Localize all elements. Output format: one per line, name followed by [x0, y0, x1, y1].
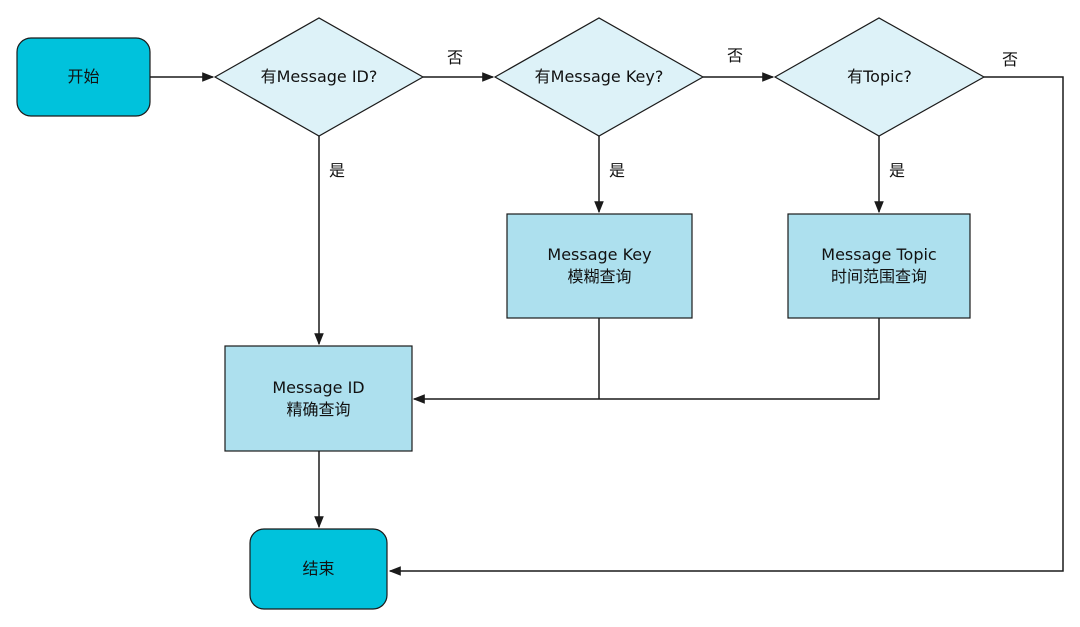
- process-key-line2: 模糊查询: [567, 267, 632, 286]
- decision-key-node: 有Message Key?: [495, 58, 703, 96]
- start-node: 开始: [17, 38, 150, 116]
- process-topic-shape: [787, 213, 971, 319]
- decision-id-shape: [213, 17, 425, 137]
- edge-label-no-1: 否: [447, 48, 464, 67]
- process-topic-line1: Message Topic: [821, 245, 937, 264]
- end-label: 结束: [302, 559, 335, 578]
- process-key-node: Message Key 模糊查询: [507, 214, 692, 318]
- process-id-shape: [224, 345, 413, 452]
- edge-label-no-2: 否: [727, 46, 744, 65]
- process-topic-node: Message Topic 时间范围查询: [788, 214, 970, 318]
- start-label: 开始: [67, 67, 100, 86]
- decision-id-label: 有Message ID?: [260, 67, 378, 86]
- process-id-line1: Message ID: [272, 377, 365, 397]
- edge-decision-topic-no: [388, 76, 1064, 576]
- decision-id-node: 有Message ID?: [215, 58, 423, 96]
- decision-topic-shape: [773, 17, 986, 137]
- process-key-shape: [506, 213, 693, 319]
- start-node-shape: [16, 37, 151, 117]
- edge-label-no-3: 否: [1002, 50, 1019, 69]
- decision-topic-node: 有Topic?: [775, 58, 984, 96]
- decision-key-label: 有Message Key?: [534, 67, 664, 86]
- edge-label-yes-3: 是: [889, 161, 906, 180]
- process-id-node: Message ID 精确查询: [225, 346, 412, 451]
- decision-topic-label: 有Topic?: [847, 67, 912, 86]
- edge-process-topic-to-process-id: [412, 318, 880, 404]
- decision-key-shape: [493, 17, 705, 137]
- process-topic-line2: 时间范围查询: [830, 267, 927, 286]
- process-id-line2: 精确查询: [286, 399, 351, 419]
- edge-label-yes-2: 是: [609, 161, 626, 180]
- end-node: 结束: [250, 529, 387, 609]
- end-node-shape: [249, 528, 388, 610]
- edge-label-yes-1: 是: [329, 161, 346, 180]
- process-key-line1: Message Key: [547, 245, 652, 264]
